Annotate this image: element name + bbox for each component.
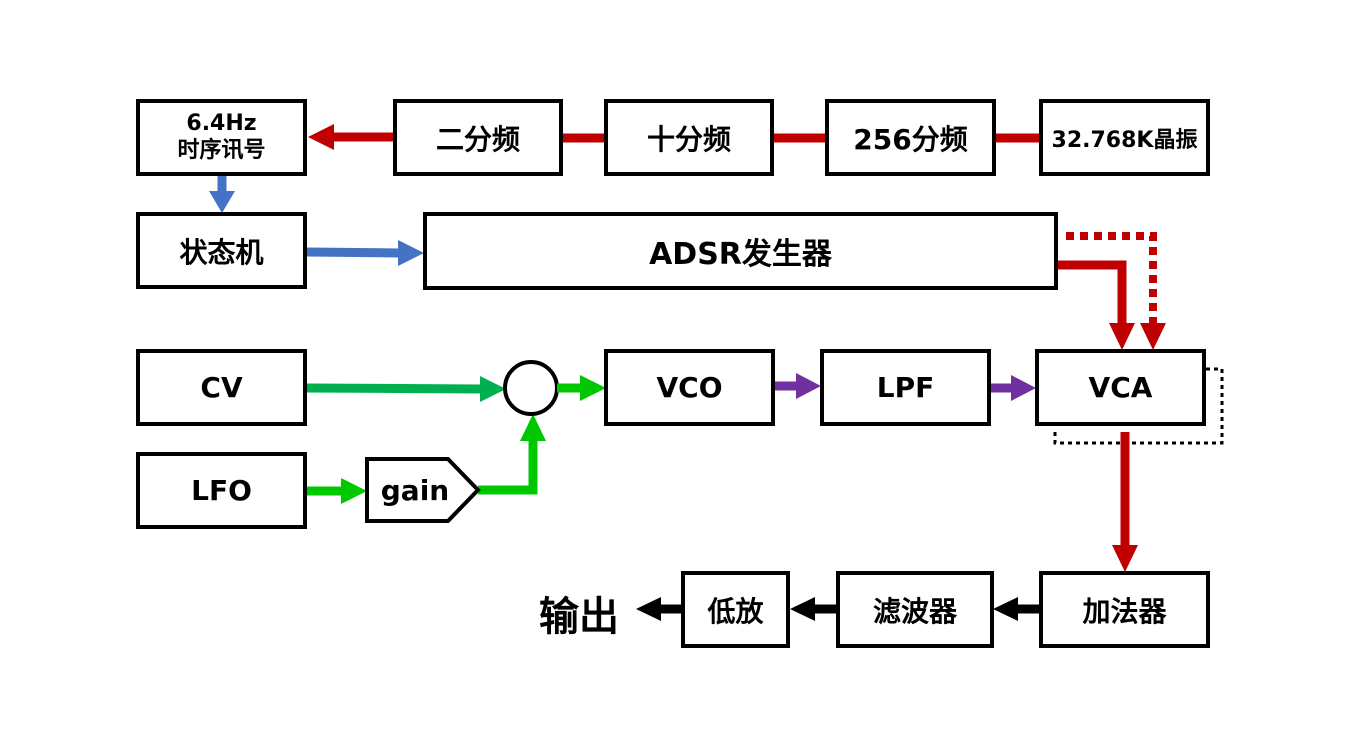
edge-amp-to-output (636, 597, 682, 621)
gain-label: gain (380, 473, 450, 507)
edge-timing-to-fsm (209, 175, 235, 213)
block-state-machine: 状态机 (136, 212, 307, 289)
block-timing-signal: 6.4Hz 时序讯号 (136, 99, 307, 176)
div2-label: 二分频 (435, 122, 520, 156)
vca-label: VCA (1088, 371, 1153, 404)
filter-label: 滤波器 (872, 594, 957, 628)
arrowhead-icon (1109, 323, 1135, 350)
arrowhead-icon (636, 597, 661, 621)
timing-signal-label: 时序讯号 (177, 137, 266, 163)
block-cv: CV (136, 349, 307, 426)
edge-lfo-to-gain (307, 478, 367, 504)
adder-label: 加法器 (1082, 594, 1167, 628)
adsr-label: ADSR发生器 (649, 237, 832, 272)
block-lpf: LPF (820, 349, 991, 426)
block-amplifier: 低放 (681, 571, 790, 648)
arrowhead-icon (480, 376, 506, 402)
arrowhead-icon (209, 191, 235, 213)
block-adder: 加法器 (1039, 571, 1210, 648)
edge-vca-to-adder (1112, 432, 1138, 572)
arrowhead-icon (308, 124, 334, 150)
summing-junction (503, 360, 559, 416)
timing-frequency-label: 6.4Hz (186, 111, 257, 137)
edge-filter-to-amp (790, 597, 838, 621)
edge-vco-to-lpf (775, 373, 821, 399)
amp-label: 低放 (707, 594, 764, 628)
block-vca: VCA (1035, 349, 1206, 426)
div10-label: 十分频 (646, 122, 731, 156)
arrowhead-icon (1011, 375, 1036, 401)
crystal-label: 32.768K晶振 (1051, 127, 1198, 153)
block-div256: 256分频 (825, 99, 996, 176)
block-crystal: 32.768K晶振 (1039, 99, 1210, 176)
block-div10: 十分频 (604, 99, 774, 176)
edge-adder-to-filter (993, 597, 1040, 621)
div256-label: 256分频 (853, 122, 968, 156)
arrowhead-icon (520, 414, 546, 441)
edge-adsr-to-vca-dotted (1066, 232, 1166, 350)
cv-label: CV (200, 371, 243, 404)
arrowhead-icon (341, 478, 367, 504)
arrowhead-icon (796, 373, 821, 399)
edge-cv-to-summer (306, 376, 506, 402)
edge-fsm-to-adsr (306, 240, 424, 266)
arrowhead-icon (1140, 323, 1166, 350)
vco-label: VCO (656, 371, 723, 404)
output-label: 输出 (539, 594, 619, 640)
block-lfo: LFO (136, 452, 307, 529)
edge-lpf-to-vca (991, 375, 1036, 401)
block-gain: gain (369, 461, 461, 519)
block-vco: VCO (604, 349, 775, 426)
fsm-label: 状态机 (179, 235, 264, 269)
edge-gain-to-summer (478, 414, 546, 495)
block-div2: 二分频 (393, 99, 563, 176)
arrowhead-icon (580, 375, 606, 401)
arrowhead-icon (993, 597, 1018, 621)
arrowhead-icon (790, 597, 815, 621)
edge-div2-to-timing (308, 124, 394, 150)
arrowhead-icon (1112, 545, 1138, 572)
edge-adsr-to-vca (1057, 260, 1135, 350)
edge-summer-to-vco (557, 375, 606, 401)
vca-dotted-outline (1053, 367, 1224, 445)
lpf-label: LPF (876, 371, 935, 404)
block-filter: 滤波器 (836, 571, 994, 648)
block-adsr: ADSR发生器 (423, 212, 1058, 290)
arrowhead-icon (398, 240, 424, 266)
gain-block-shape (365, 457, 481, 523)
lfo-label: LFO (191, 474, 252, 507)
